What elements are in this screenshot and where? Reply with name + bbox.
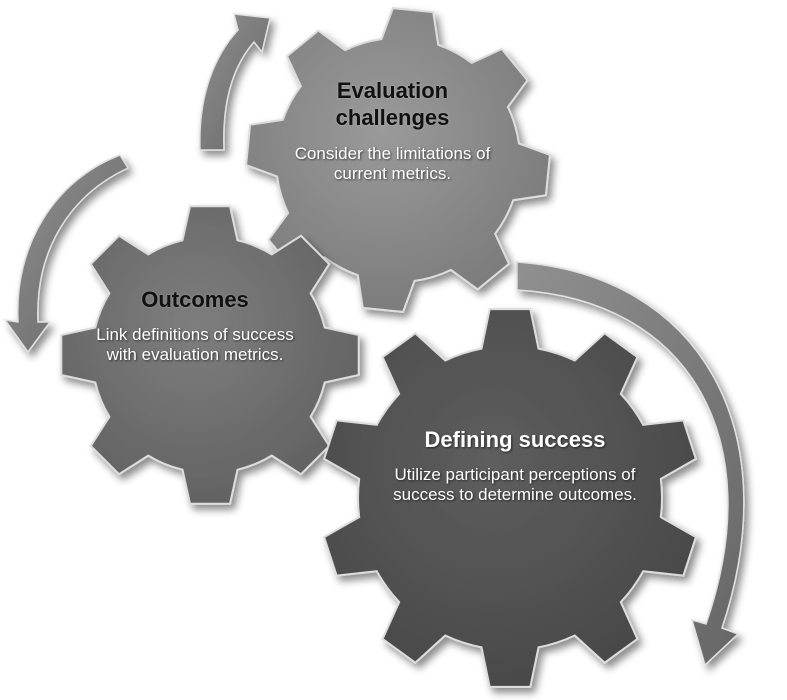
gear-defining-success [322, 308, 698, 688]
evaluation-challenges-label: Evaluation challenges Consider the limit… [290, 78, 495, 184]
cycle-arrow-right [516, 261, 745, 667]
outcomes-text: Link definitions of success with evaluat… [96, 325, 294, 365]
outcomes-label: Outcomes Link definitions of success wit… [90, 287, 300, 366]
cycle-arrow-left [3, 154, 130, 354]
evaluation-challenges-text: Consider the limitations of current metr… [294, 143, 491, 184]
gear-evaluation-challenges [245, 7, 551, 313]
gear-outcomes [60, 205, 360, 505]
outcomes-title: Outcomes [141, 287, 249, 312]
defining-success-title: Defining success [424, 427, 606, 452]
evaluation-challenges-title: Evaluation challenges [335, 78, 450, 130]
defining-success-text: Utilize participant perceptions of succe… [393, 465, 637, 505]
defining-success-label: Defining success Utilize participant per… [385, 427, 645, 506]
cycle-arrow-top [199, 13, 271, 151]
